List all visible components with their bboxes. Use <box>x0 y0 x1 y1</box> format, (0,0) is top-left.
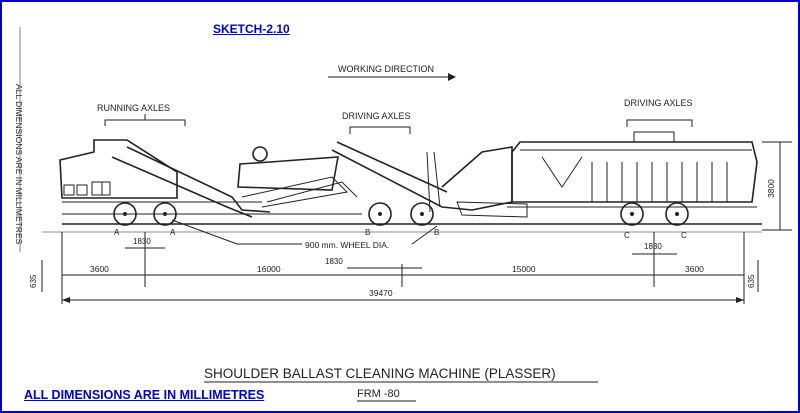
ballast-conveyor-main <box>331 149 473 211</box>
drawing-caption: SHOULDER BALLAST CLEANING MACHINE (PLASS… <box>204 366 598 402</box>
wheel-dia-leader-right <box>411 225 438 245</box>
cab-window-3 <box>91 181 111 196</box>
vertical-chute <box>426 151 441 213</box>
left-overhang: 3600 <box>90 264 109 274</box>
wheel-b2 <box>410 202 434 226</box>
side-note: ALL DIMENSIONS ARE IN MILLIMETRES <box>14 84 24 245</box>
roof-unit <box>633 131 675 143</box>
buffer-height-dims: 635 635 <box>29 260 759 292</box>
running-axles-label: RUNNING AXLES <box>97 103 170 113</box>
front-unit <box>59 139 362 218</box>
axle-spacing-a: 1830 <box>133 237 151 246</box>
main-dimension-chain: 3600 16000 15000 3600 <box>61 232 745 304</box>
driving-axles-right-callout: DRIVING AXLES <box>624 98 693 127</box>
rear-car-body <box>511 141 758 203</box>
working-direction-label: WORKING DIRECTION <box>338 64 434 74</box>
wheel-a1 <box>113 202 137 226</box>
cab-window-2 <box>76 184 88 196</box>
wheel-dia-label: 900 mm. WHEEL DIA. <box>305 240 389 250</box>
span-b-to-c: 15000 <box>512 264 536 274</box>
span-a-to-b: 16000 <box>257 264 281 274</box>
axle-spacing-c: 1830 <box>644 242 662 251</box>
direction-arrow-head <box>448 73 456 81</box>
right-overhang: 3600 <box>685 264 704 274</box>
sieve-deck <box>266 181 358 203</box>
height-dimension: 3800 <box>762 141 792 231</box>
axle-mark-c2: C <box>681 231 687 240</box>
overall-length: 39470 <box>369 288 393 298</box>
driving-axles-mid-bracket <box>349 126 411 134</box>
wheels <box>113 202 689 226</box>
middle-hopper <box>237 156 339 191</box>
axle-spacing-dims: 1830 1830 1830 <box>125 237 677 269</box>
axle-mark-a1: A <box>114 228 120 237</box>
sieve-assembly <box>241 176 349 208</box>
ballast-conveyor-top <box>336 141 448 193</box>
driving-axles-right-label: DRIVING AXLES <box>624 98 693 108</box>
sketch-label-link[interactable]: SKETCH-2.10 <box>213 22 290 36</box>
screening-conveyor-lower <box>111 156 253 218</box>
rear-unit <box>507 131 758 208</box>
axle-mark-a2: A <box>170 228 176 237</box>
axle-mark-c1: C <box>624 231 630 240</box>
side-bracing <box>541 156 583 188</box>
buffer-height-left: 635 <box>29 274 38 288</box>
overall-arrow-right <box>736 297 744 303</box>
driving-axles-right-bracket <box>626 119 693 127</box>
driving-axles-mid-label: DRIVING AXLES <box>342 111 411 121</box>
wheel-c1 <box>620 202 644 226</box>
wheel-dia-leader-left <box>171 219 302 245</box>
cab-window-1 <box>63 184 75 196</box>
buffer-height-right: 635 <box>747 274 756 288</box>
wheel-a2 <box>153 202 177 226</box>
running-axles-bracket <box>104 119 186 126</box>
height-value: 3800 <box>766 179 776 198</box>
wheel-b1 <box>368 202 392 226</box>
middle-unit <box>237 141 528 218</box>
hopper-drum <box>252 146 268 162</box>
driving-axles-mid-callout: DRIVING AXLES <box>342 111 411 134</box>
overall-arrow-left <box>62 297 70 303</box>
wheel-c2 <box>665 202 689 226</box>
running-axles-callout: RUNNING AXLES <box>97 103 186 126</box>
bottom-note-link[interactable]: ALL DIMENSIONS ARE IN MILLIMETRES <box>24 388 265 402</box>
side-note-text: ALL DIMENSIONS ARE IN MILLIMETRES <box>14 84 24 245</box>
axle-mark-b2: B <box>434 228 439 237</box>
front-cab-outline <box>59 139 178 199</box>
axle-spacing-b: 1830 <box>325 257 343 266</box>
axle-marks: A A B B C C <box>114 228 687 240</box>
caption-model: FRM -80 <box>357 388 400 400</box>
caption-title: SHOULDER BALLAST CLEANING MACHINE (PLASS… <box>204 366 556 381</box>
discharge-hopper <box>456 201 528 218</box>
axle-mark-b1: B <box>365 228 370 237</box>
screening-conveyor-upper <box>126 146 271 213</box>
discharge-conveyor <box>441 146 513 211</box>
working-direction: WORKING DIRECTION <box>328 64 456 81</box>
rail-and-boundaries <box>19 27 762 252</box>
overall-length-dimension: 39470 <box>62 288 744 303</box>
wheel-dia-callout: 900 mm. WHEEL DIA. <box>171 219 438 250</box>
